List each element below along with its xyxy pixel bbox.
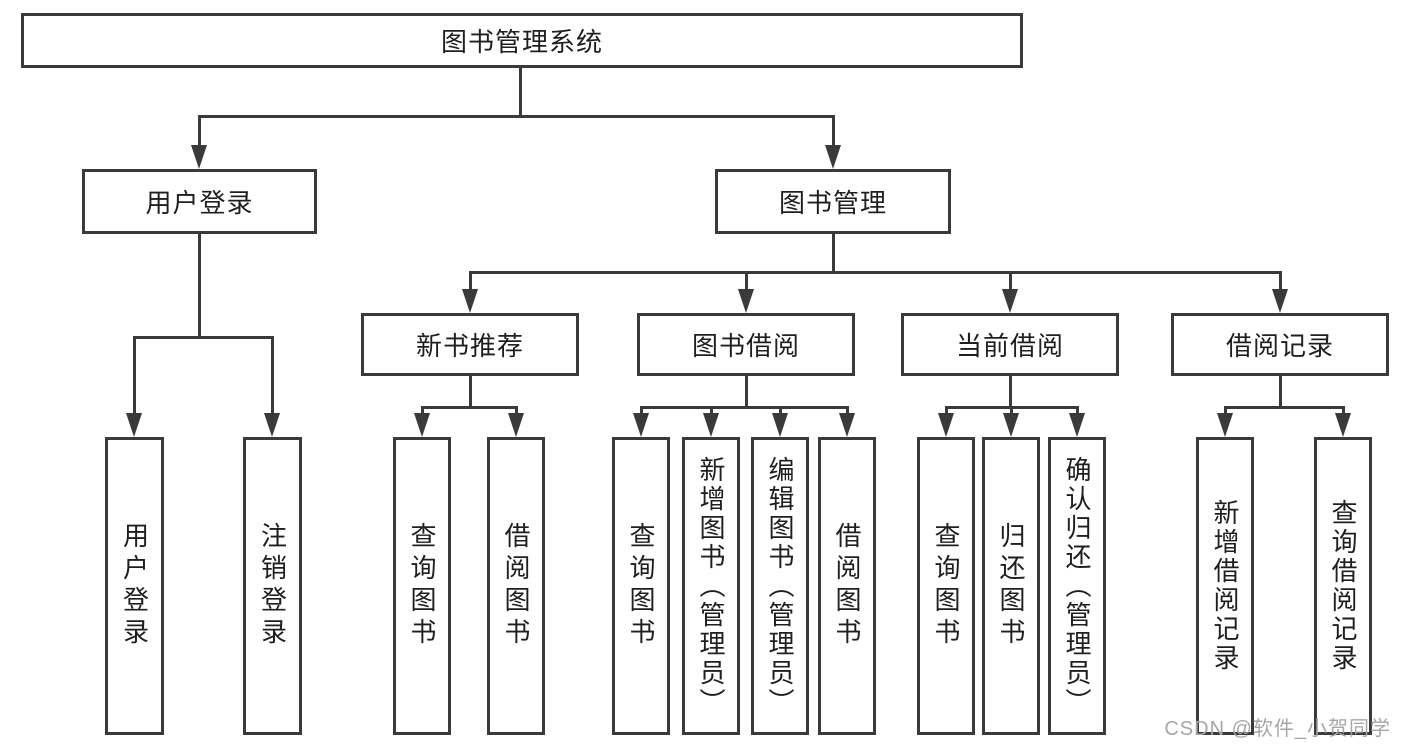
node-user-login-branch: 用户登录 [82, 169, 317, 234]
connector [515, 406, 518, 416]
connector [1009, 375, 1012, 409]
connector [519, 67, 522, 118]
connector [745, 375, 748, 409]
node-confirm-return-admin: 确认归还（管理员） [1048, 437, 1106, 735]
connector [469, 375, 472, 409]
node-query-borrow-record: 查询借阅记录 [1314, 437, 1372, 735]
node-borrow-books: 借阅图书 [818, 437, 876, 735]
node-book-management: 图书管理 [715, 169, 951, 234]
arrow-down-icon [703, 413, 719, 437]
node-current-borrowing: 当前借阅 [901, 313, 1119, 376]
arrow-down-icon [508, 413, 524, 437]
arrow-down-icon [264, 413, 280, 437]
connector [945, 406, 948, 416]
connector [198, 233, 201, 339]
connector [1009, 271, 1012, 292]
connector [640, 406, 849, 409]
connector [710, 406, 713, 416]
connector [745, 271, 748, 292]
arrow-down-icon [1335, 413, 1351, 437]
connector [832, 233, 835, 274]
node-borrow-records: 借阅记录 [1171, 313, 1389, 376]
connector [1279, 271, 1282, 292]
node-new-book-recommend: 新书推荐 [361, 313, 579, 376]
connector [198, 115, 835, 118]
node-user-login: 用户登录 [105, 437, 164, 735]
arrow-down-icon [1002, 289, 1018, 313]
connector [1010, 406, 1013, 416]
connector [198, 115, 201, 148]
arrow-down-icon [1272, 289, 1288, 313]
node-query-books: 查询图书 [612, 437, 670, 735]
connector [271, 336, 274, 416]
connector [1279, 375, 1282, 409]
node-book-borrowing: 图书借阅 [637, 313, 855, 376]
arrow-down-icon [772, 413, 788, 437]
node-return-book: 归还图书 [982, 437, 1040, 735]
arrow-down-icon [1003, 413, 1019, 437]
connector [469, 271, 472, 292]
arrow-down-icon [633, 413, 649, 437]
node-add-borrow-record: 新增借阅记录 [1196, 437, 1254, 735]
node-add-book-admin: 新增图书（管理员） [682, 437, 740, 735]
arrow-down-icon [825, 145, 841, 169]
arrow-down-icon [1069, 413, 1085, 437]
arrow-down-icon [191, 145, 207, 169]
csdn-watermark: CSDN @软件_小贺同学 [1164, 718, 1391, 740]
connector [779, 406, 782, 416]
connector [1342, 406, 1345, 416]
connector [133, 336, 274, 339]
connector [640, 406, 643, 416]
connector [133, 336, 136, 416]
arrow-down-icon [126, 413, 142, 437]
connector [421, 406, 424, 416]
arrow-down-icon [839, 413, 855, 437]
connector [1224, 406, 1345, 409]
node-query-books: 查询图书 [917, 437, 975, 735]
arrow-down-icon [938, 413, 954, 437]
connector [846, 406, 849, 416]
connector [1224, 406, 1227, 416]
node-edit-book-admin: 编辑图书（管理员） [751, 437, 809, 735]
arrow-down-icon [462, 289, 478, 313]
connector [421, 406, 518, 409]
connector [469, 271, 1282, 274]
arrow-down-icon [738, 289, 754, 313]
connector [1076, 406, 1079, 416]
arrow-down-icon [414, 413, 430, 437]
node-library-system: 图书管理系统 [21, 13, 1023, 68]
node-borrow-books: 借阅图书 [487, 437, 545, 735]
arrow-down-icon [1217, 413, 1233, 437]
connector [832, 115, 835, 148]
node-logout: 注销登录 [243, 437, 302, 735]
node-query-books: 查询图书 [393, 437, 451, 735]
